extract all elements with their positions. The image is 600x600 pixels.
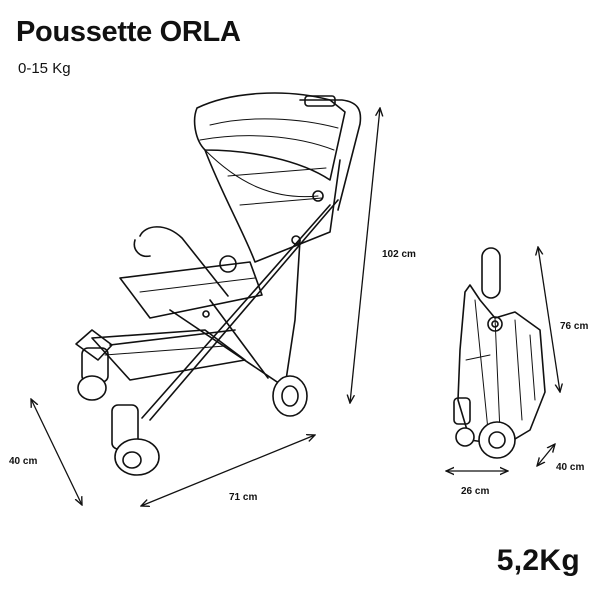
open-length-label: 71 cm xyxy=(229,492,257,503)
folded-height-arrow xyxy=(538,247,560,392)
folded-stroller-illustration xyxy=(453,247,546,459)
folded-width-label: 26 cm xyxy=(461,486,489,497)
folded-depth-label: 40 cm xyxy=(556,462,584,473)
weight-label: 5,2Kg xyxy=(496,544,580,577)
open-depth-label: 40 cm xyxy=(9,456,37,467)
folded-depth-arrow xyxy=(537,444,555,466)
open-stroller-illustration xyxy=(75,92,362,476)
open-height-label: 102 cm xyxy=(382,249,416,260)
age-range-label: 0-15 Kg xyxy=(18,60,71,77)
depth-arrow xyxy=(31,399,82,505)
length-arrow xyxy=(141,435,315,506)
folded-height-label: 76 cm xyxy=(560,321,588,332)
height-arrow xyxy=(350,108,380,403)
product-title: Poussette ORLA xyxy=(16,16,241,48)
